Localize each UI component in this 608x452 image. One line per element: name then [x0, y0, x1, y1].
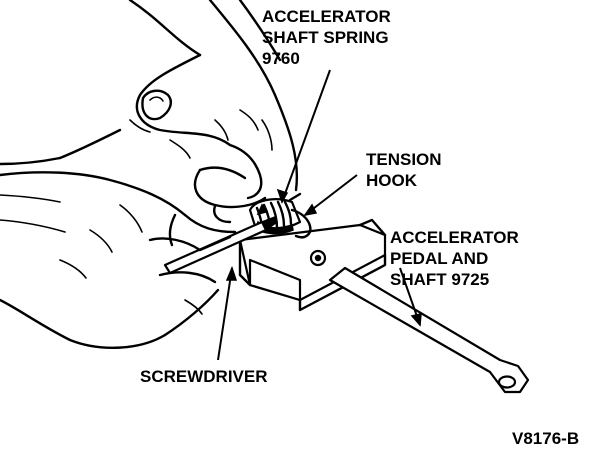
pedal-bracket — [238, 218, 387, 312]
pedal-shaft-label-line-2: PEDAL AND — [390, 249, 488, 268]
spring-label-line-2: SHAFT SPRING — [262, 28, 389, 47]
pedal-shaft-label-line-1: ACCELERATOR — [390, 228, 519, 247]
tension-hook-label-line-2: HOOK — [366, 171, 418, 190]
upper-hand — [0, 0, 298, 224]
screwdriver-label: SCREWDRIVER — [140, 367, 268, 386]
arrowhead-spring — [276, 188, 289, 204]
figure-id: V8176-B — [512, 429, 579, 448]
screwdriver — [163, 216, 278, 275]
callout-labels: ACCELERATOR SHAFT SPRING 9760 TENSION HO… — [140, 7, 579, 448]
spring-label-line-3: 9760 — [262, 49, 300, 68]
leader-spring — [281, 69, 331, 203]
leader-screwdriver — [217, 267, 233, 361]
tension-hook-label-line-1: TENSION — [366, 150, 442, 169]
illustration — [0, 0, 530, 394]
arrowhead-screwdriver — [225, 265, 238, 281]
leader-lines — [217, 69, 422, 361]
arrowhead-tension-hook — [303, 203, 318, 217]
arrowhead-pedal-shaft — [410, 313, 422, 327]
lower-hand — [0, 171, 237, 349]
pedal-shaft-label-line-3: SHAFT 9725 — [390, 270, 489, 289]
spring-label-line-1: ACCELERATOR — [262, 7, 391, 26]
pedal-shaft — [328, 266, 530, 394]
edge-strokes — [0, 194, 66, 233]
